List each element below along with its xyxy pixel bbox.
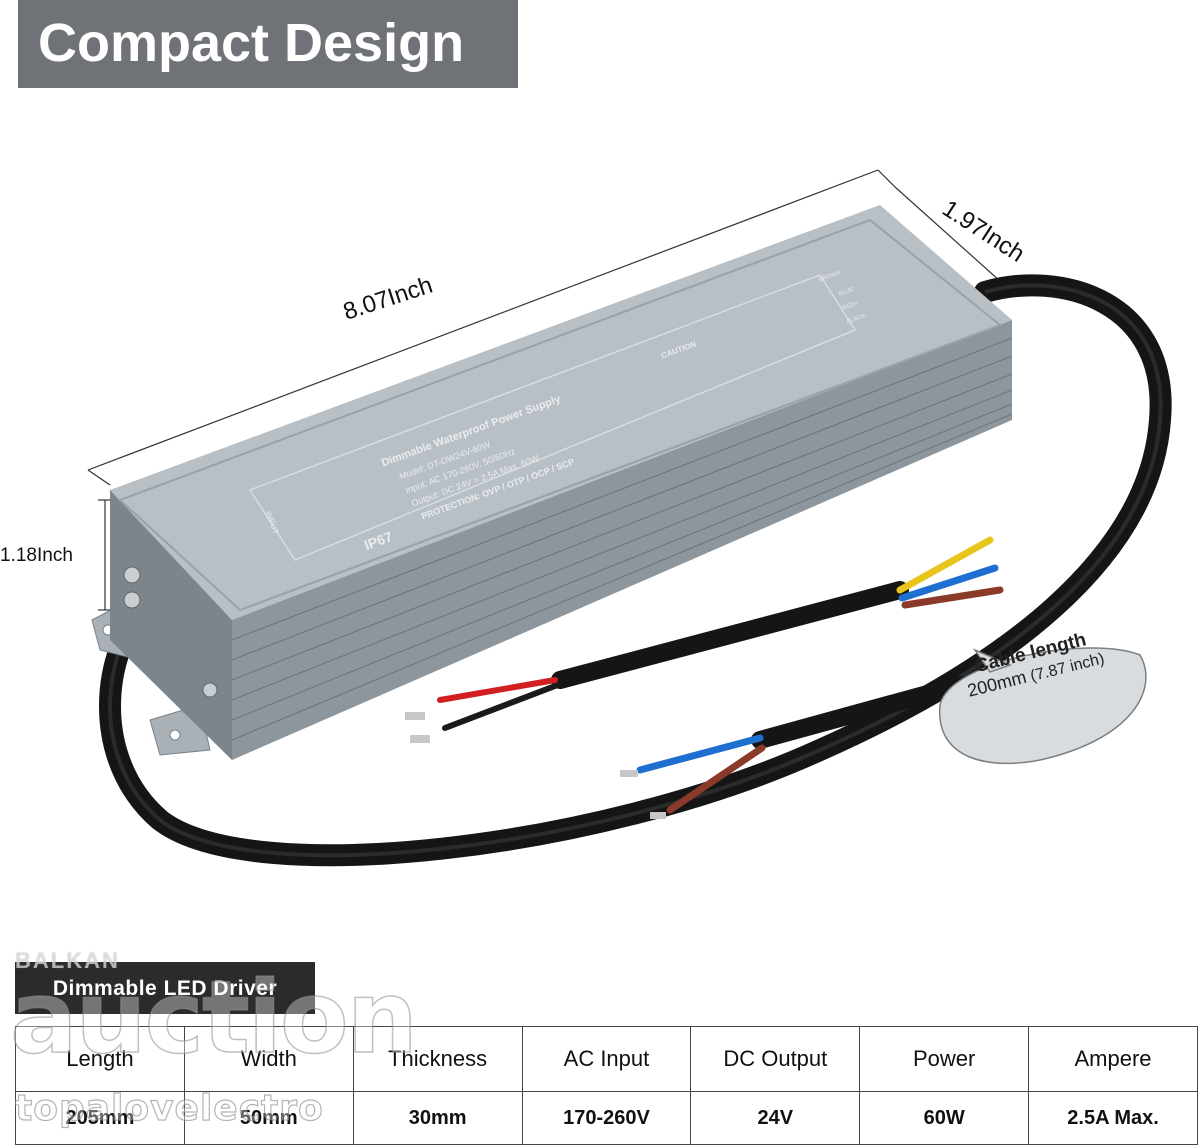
output-wires bbox=[405, 536, 1004, 743]
spec-value-thickness: 30mm bbox=[352, 1091, 523, 1145]
spec-header-thickness: Thickness bbox=[352, 1026, 523, 1092]
spec-header-ampere: Ampere bbox=[1028, 1026, 1198, 1092]
spec-header-length: Length bbox=[15, 1026, 185, 1092]
page-title: Compact Design bbox=[18, 0, 518, 88]
spec-value-ampere: 2.5A Max. bbox=[1028, 1091, 1198, 1145]
input-wires bbox=[620, 676, 969, 819]
spec-header-width: Width bbox=[183, 1026, 354, 1092]
spec-value-dc-output: 24V bbox=[690, 1091, 861, 1145]
thickness-dimension-label: 1.18Inch bbox=[0, 545, 73, 566]
spec-value-length: 205mm bbox=[15, 1091, 185, 1145]
spec-value-ac-input: 170-260V bbox=[521, 1091, 692, 1145]
spec-table-header-row: Length Width Thickness AC Input DC Outpu… bbox=[15, 1026, 1198, 1092]
spec-header-ac-input: AC Input bbox=[521, 1026, 692, 1092]
housing-label-panel bbox=[248, 274, 857, 561]
power-supply-housing bbox=[110, 205, 1013, 760]
watermark-top: BALKAN bbox=[15, 948, 120, 973]
watermark-site: topalovelectro bbox=[14, 1087, 324, 1129]
spec-header-power: Power bbox=[859, 1026, 1030, 1092]
watermark-main: auction bbox=[9, 959, 418, 1076]
spec-banner: Dimmable LED Driver bbox=[15, 962, 315, 1014]
spec-value-power: 60W bbox=[859, 1091, 1030, 1145]
cable-length-callout-bubble bbox=[939, 647, 1147, 765]
spec-header-dc-output: DC Output bbox=[690, 1026, 861, 1092]
